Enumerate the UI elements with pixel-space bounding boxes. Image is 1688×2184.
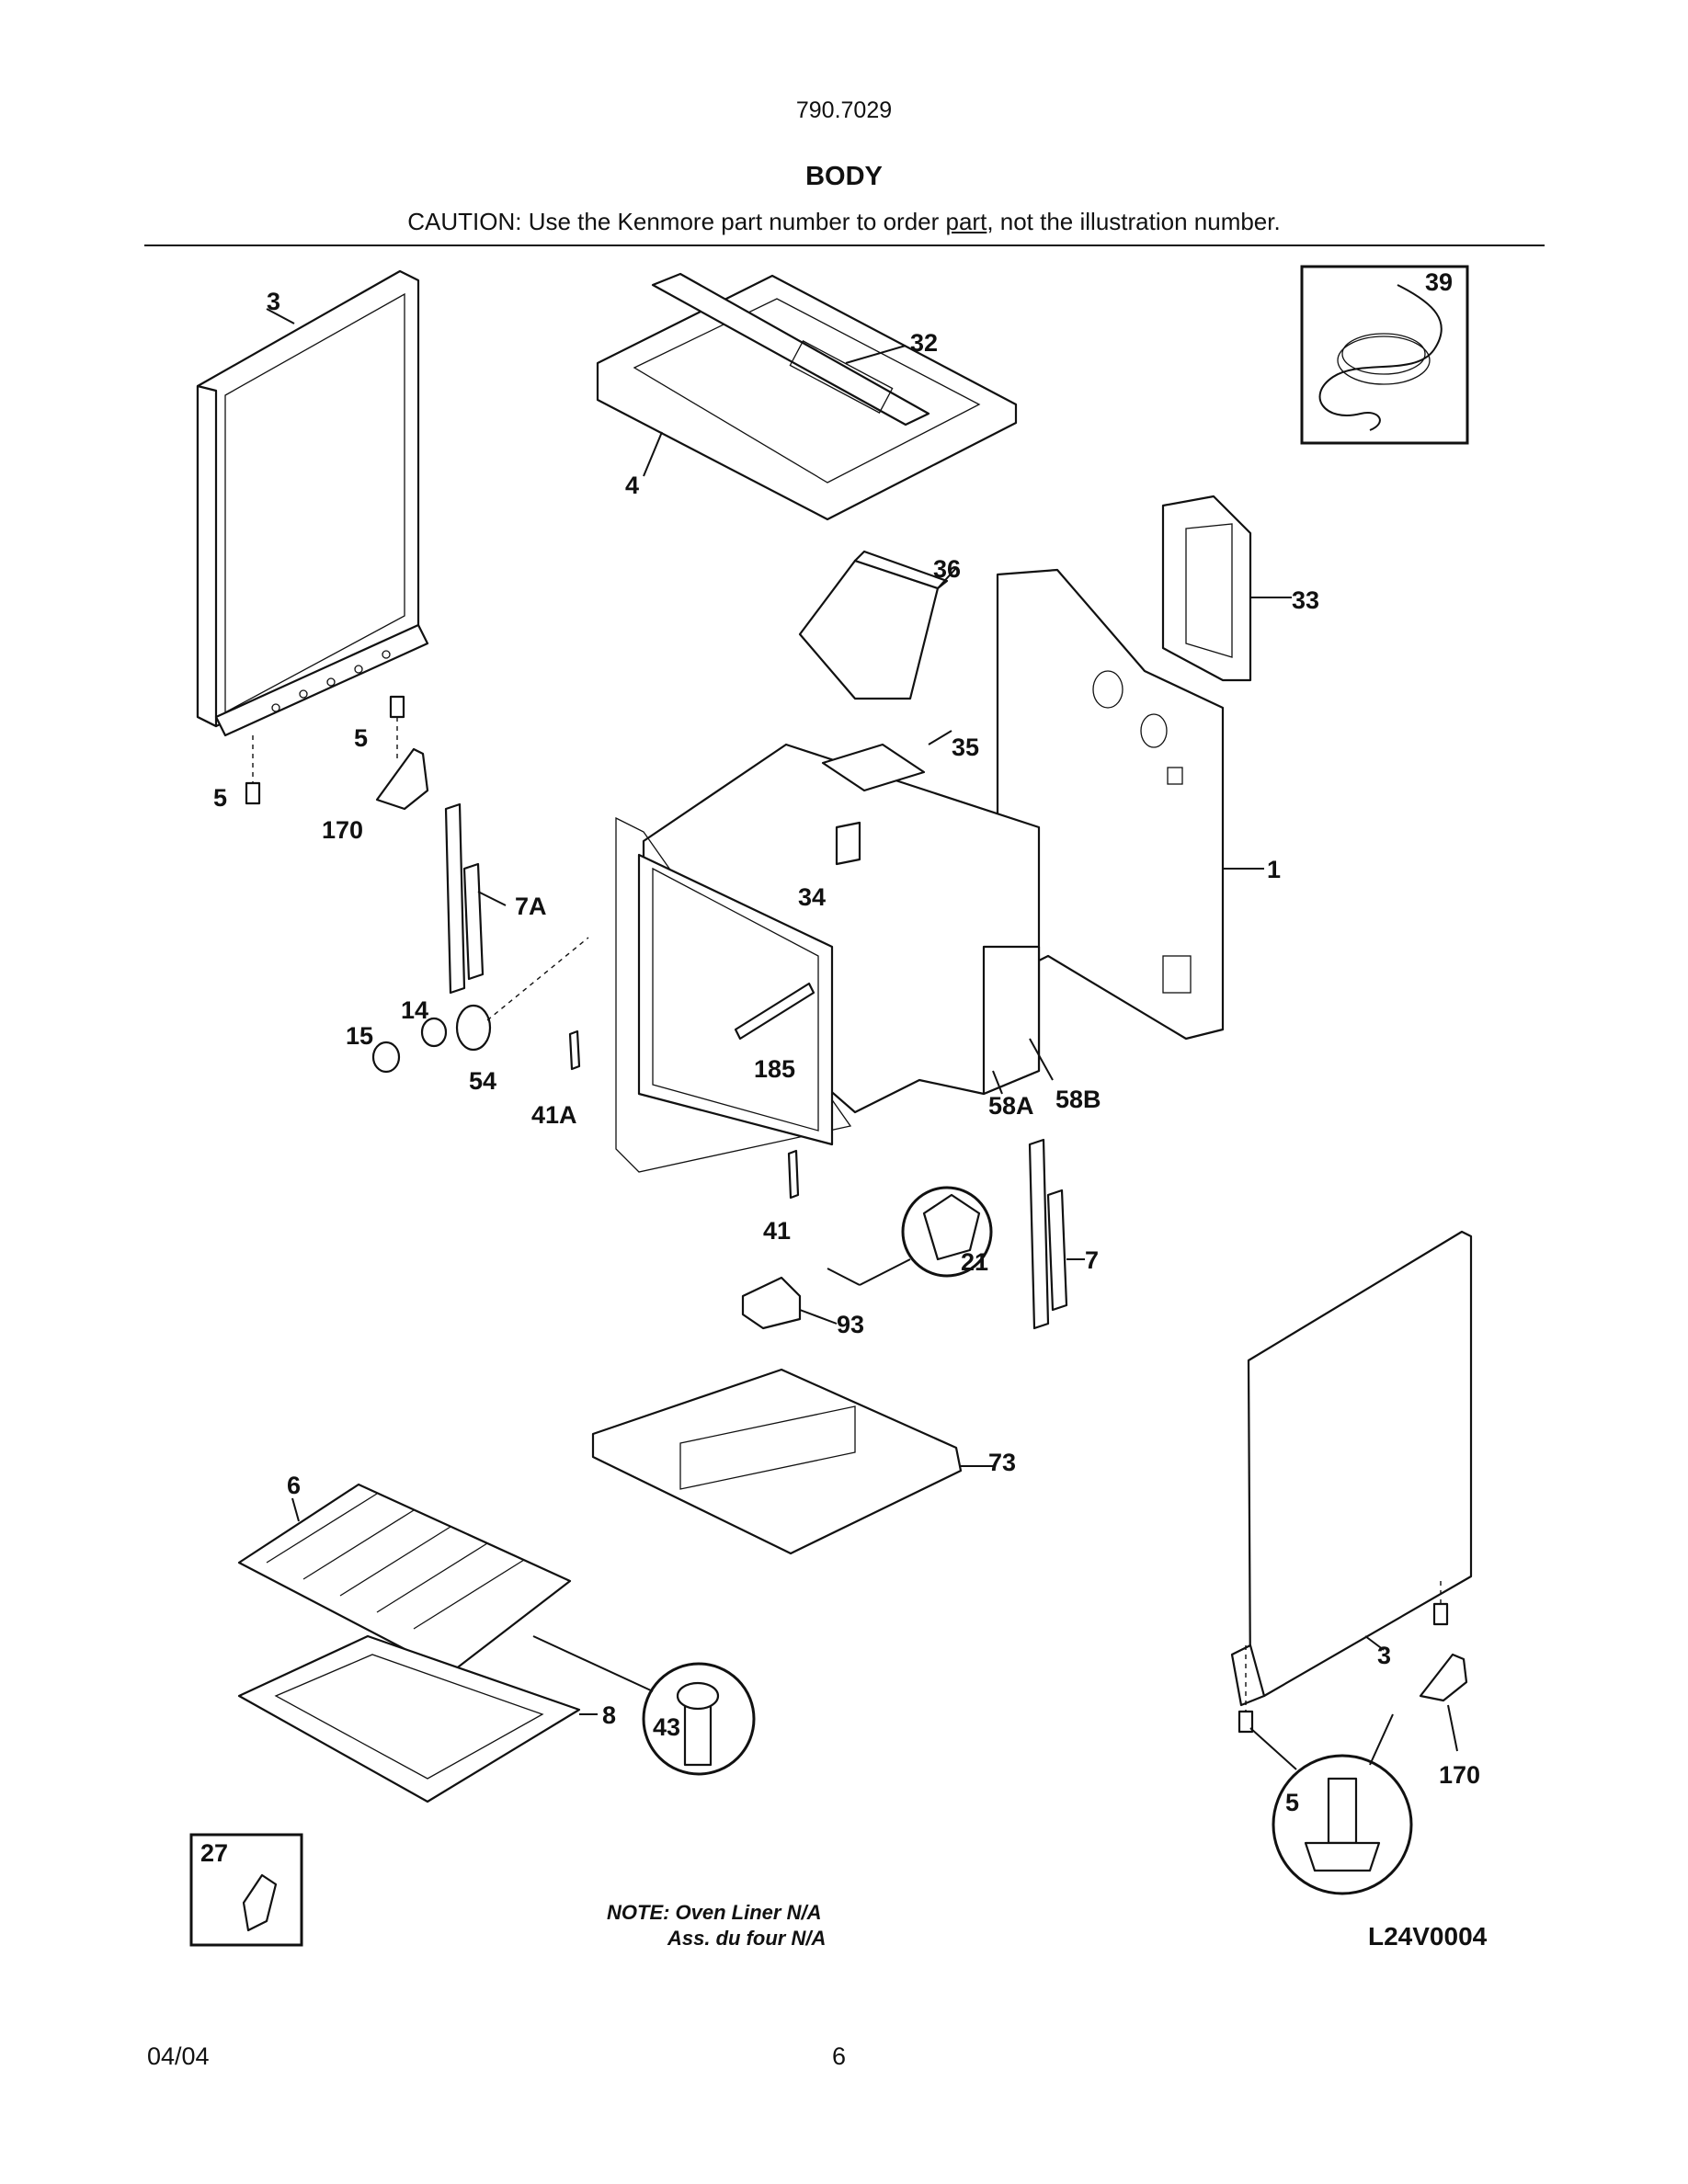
header-rule (144, 245, 1545, 246)
detail-5 (1249, 1713, 1413, 1895)
vent-duct (798, 550, 957, 700)
callout-7: 7 (1085, 1246, 1099, 1274)
callout-39: 39 (1425, 268, 1453, 296)
side-panel-right (1230, 1230, 1473, 1707)
callout-41: 41 (763, 1217, 791, 1245)
callout-35: 35 (952, 734, 979, 761)
brackets-41 (568, 1029, 800, 1200)
detail-21 (827, 1186, 993, 1286)
callout-14: 14 (401, 996, 428, 1024)
note-line-1: NOTE: Oven Liner N/A (607, 1901, 821, 1924)
callout-7A: 7A (515, 893, 547, 920)
side-panel-left (196, 269, 429, 737)
screws-right (1237, 1581, 1468, 1752)
bottom-panel (591, 1368, 993, 1555)
power-cord-inset (1300, 265, 1469, 445)
callout-93: 93 (837, 1311, 864, 1338)
diagram-code: L24V0004 (1368, 1922, 1488, 1951)
broiler-pan (237, 1634, 598, 1803)
callout-41A: 41A (531, 1101, 577, 1129)
callout-3-bottom: 3 (1377, 1642, 1391, 1669)
callout-185: 185 (754, 1055, 795, 1083)
caution-text: CAUTION: Use the Kenmore part number to … (0, 208, 1688, 236)
part-93 (741, 1276, 838, 1330)
callout-5-b: 5 (213, 784, 227, 812)
light-assembly (371, 937, 589, 1074)
footer-date: 04/04 (147, 2042, 210, 2070)
callout-8: 8 (602, 1701, 616, 1729)
callout-21: 21 (961, 1248, 988, 1276)
callout-54: 54 (469, 1067, 496, 1095)
caution-link: part (945, 208, 987, 235)
callout-170-right: 170 (1439, 1761, 1480, 1789)
callout-73: 73 (988, 1449, 1016, 1476)
rear-bracket (1161, 495, 1292, 682)
top-frame (596, 272, 1018, 521)
callout-15: 15 (346, 1022, 373, 1050)
callout-27: 27 (200, 1839, 228, 1867)
callout-58A: 58A (988, 1092, 1034, 1120)
detail-43 (532, 1635, 756, 1776)
callout-5-detail: 5 (1285, 1789, 1299, 1816)
oven-rack (237, 1483, 572, 1675)
callout-4: 4 (625, 472, 639, 499)
model-number: 790.7029 (795, 97, 893, 123)
callout-1: 1 (1267, 856, 1281, 883)
callout-3-top: 3 (267, 288, 280, 315)
oven-cavity (615, 730, 1054, 1173)
callout-5-a: 5 (354, 724, 368, 752)
callout-34: 34 (798, 883, 826, 911)
callout-33: 33 (1292, 586, 1319, 614)
callout-32: 32 (910, 329, 938, 357)
caution-prefix: CAUTION: Use the Kenmore part number to … (407, 208, 946, 235)
footer-page-number: 6 (832, 2042, 847, 2070)
note-line-2: Ass. du four N/A (667, 1927, 826, 1950)
callout-43: 43 (653, 1713, 680, 1741)
page-title: BODY (805, 162, 883, 191)
callout-58B: 58B (1055, 1086, 1101, 1113)
hinge-right (1028, 1138, 1085, 1330)
callout-36: 36 (933, 555, 961, 583)
callout-170-left: 170 (322, 816, 363, 844)
caution-suffix: , not the illustration number. (987, 208, 1281, 235)
hinge-left (375, 747, 507, 995)
screws-left (245, 695, 405, 805)
part-27-inset (189, 1833, 303, 1947)
callout-6: 6 (287, 1472, 301, 1499)
